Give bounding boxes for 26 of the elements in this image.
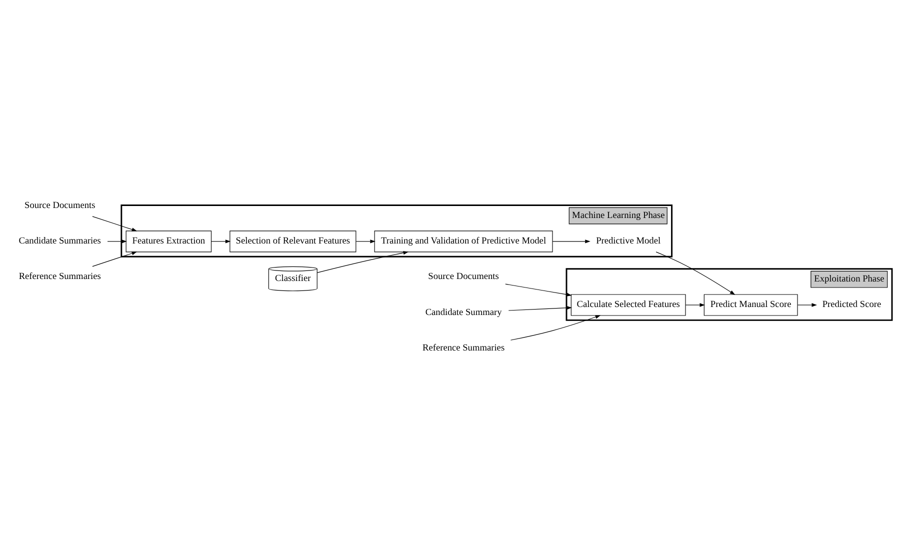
arrow bbox=[92, 216, 138, 232]
arrow bbox=[92, 252, 138, 267]
node-text: Predictive Model bbox=[596, 236, 661, 247]
arrow bbox=[656, 252, 736, 295]
arrow bbox=[552, 240, 590, 244]
arrow bbox=[798, 303, 817, 307]
arrow bbox=[316, 251, 409, 273]
node-box: Selection of Relevant Features bbox=[230, 230, 356, 252]
arrow bbox=[107, 240, 127, 244]
node-text: Reference Summaries bbox=[18, 272, 101, 282]
node-text: Source Documents bbox=[24, 201, 96, 212]
arrow bbox=[210, 240, 231, 244]
node-text: Candidate Summary bbox=[425, 308, 502, 318]
arrow bbox=[508, 306, 572, 311]
arrow bbox=[505, 284, 572, 296]
node-box: Training and Validation of Predictive Model bbox=[374, 230, 553, 252]
node-text: Reference Summaries bbox=[422, 343, 505, 354]
node-text: Candidate Summaries bbox=[18, 236, 101, 247]
node-text: Source Documents bbox=[428, 272, 499, 282]
node-box: Features Extraction bbox=[126, 230, 212, 252]
node-box: Predict Manual Score bbox=[704, 294, 798, 316]
node-box: Calculate Selected Features bbox=[570, 294, 686, 316]
arrow bbox=[510, 315, 601, 340]
arrow bbox=[356, 240, 376, 244]
node-text: Predicted Score bbox=[822, 300, 882, 310]
arrow bbox=[685, 303, 705, 307]
